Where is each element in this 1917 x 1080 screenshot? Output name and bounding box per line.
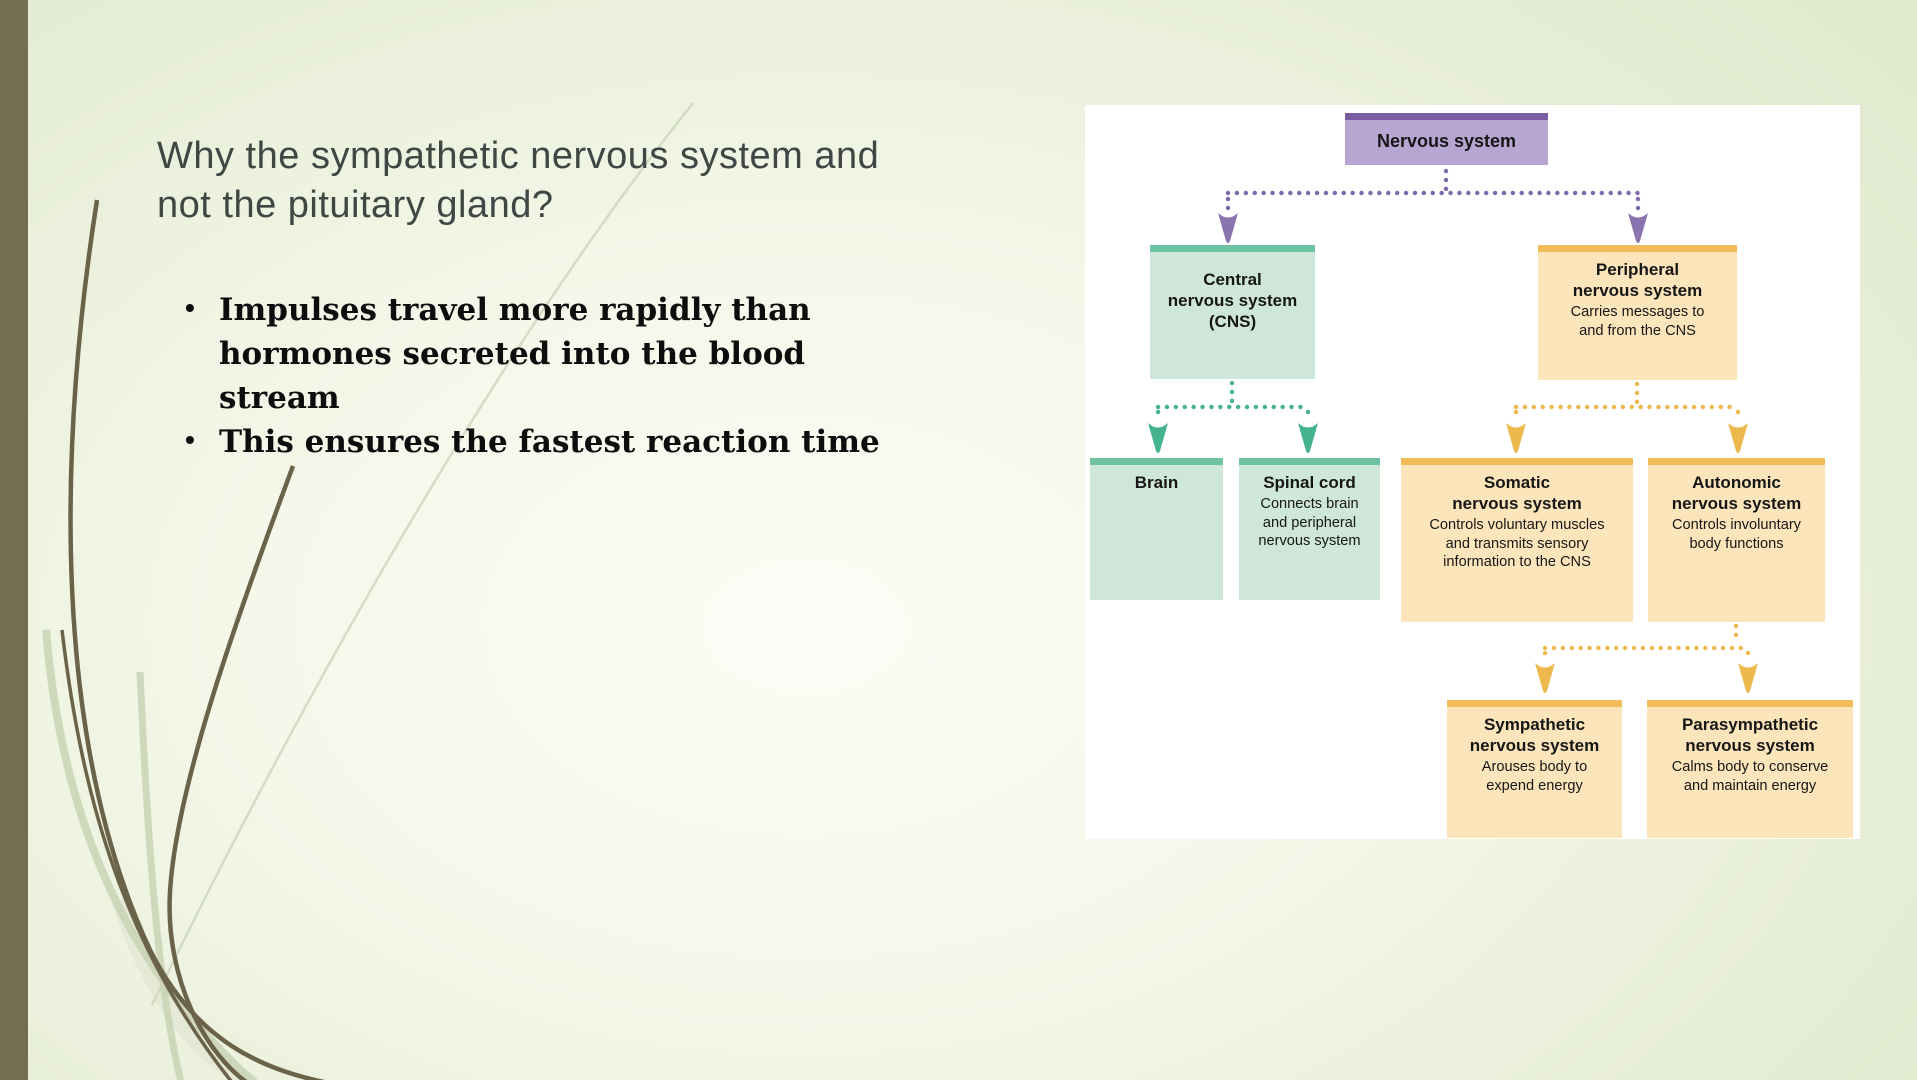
node-parasympathetic-nervous-system: Parasympathetic nervous system Calms bod… — [1647, 700, 1853, 838]
bullet-item: This ensures the fastest reaction time — [183, 418, 903, 464]
node-description: Connects brain and peripheral nervous sy… — [1258, 496, 1361, 549]
node-sympathetic-nervous-system: Sympathetic nervous system Arouses body … — [1447, 700, 1622, 838]
node-description: Carries messages to and from the CNS — [1570, 304, 1705, 339]
node-title: Nervous system — [1376, 131, 1517, 151]
node-description: Calms body to conserve and maintain ener… — [1671, 759, 1829, 794]
bullet-item: Impulses travel more rapidly than hormon… — [183, 286, 903, 420]
grass-blade-dark — [60, 629, 233, 1080]
arrow-down-icon — [1738, 663, 1758, 693]
node-title: Somatic nervous system — [1452, 473, 1582, 513]
arrow-down-icon — [1506, 423, 1526, 453]
connector-root-to-children — [1218, 168, 1648, 243]
node-description: Controls involuntary body functions — [1672, 517, 1801, 552]
node-autonomic-nervous-system: Autonomic nervous system Controls involu… — [1648, 458, 1825, 622]
slide-title: Why the sympathetic nervous system and n… — [157, 135, 880, 226]
grass-blade-light — [136, 671, 185, 1080]
node-peripheral-nervous-system: Peripheral nervous system Carries messag… — [1538, 245, 1737, 380]
arrow-down-icon — [1728, 423, 1748, 453]
node-nervous-system: Nervous system — [1345, 113, 1548, 165]
node-description: Arouses body to expend energy — [1481, 759, 1588, 794]
grass-blade-dark — [167, 465, 296, 1080]
node-central-nervous-system: Central nervous system (CNS) — [1150, 245, 1315, 379]
grass-blade-faint — [150, 102, 694, 1006]
node-title: Peripheral nervous system — [1572, 260, 1703, 300]
arrow-down-icon — [1218, 213, 1238, 243]
node-title: Spinal cord — [1263, 473, 1356, 492]
arrow-down-icon — [1535, 663, 1555, 693]
grass-blade-light — [42, 629, 258, 1080]
node-spinal-cord: Spinal cord Connects brain and periphera… — [1239, 458, 1380, 600]
diagram-connectors — [1148, 168, 1758, 693]
arrow-down-icon — [1148, 423, 1168, 453]
connector-peripheral-to-children — [1506, 381, 1748, 453]
connector-cns-to-children — [1148, 380, 1318, 453]
nervous-system-diagram: Nervous system Central nervous system (C… — [1085, 105, 1860, 839]
arrow-down-icon — [1298, 423, 1318, 453]
node-title: Autonomic nervous system — [1671, 473, 1802, 513]
node-title: Brain — [1134, 473, 1179, 492]
bullet-list: Impulses travel more rapidly than hormon… — [183, 286, 903, 464]
connector-autonomic-to-children — [1535, 623, 1758, 693]
node-title: Sympathetic nervous system — [1469, 715, 1600, 755]
node-somatic-nervous-system: Somatic nervous system Controls voluntar… — [1401, 458, 1633, 622]
left-accent-bar — [0, 0, 28, 1080]
node-title: Parasympathetic nervous system — [1681, 715, 1819, 755]
arrow-down-icon — [1628, 213, 1648, 243]
node-title: Central nervous system (CNS) — [1167, 270, 1298, 331]
node-brain: Brain — [1090, 458, 1223, 600]
grass-blade-light-wide — [111, 897, 260, 1080]
node-description: Controls voluntary muscles and transmits… — [1429, 517, 1605, 570]
